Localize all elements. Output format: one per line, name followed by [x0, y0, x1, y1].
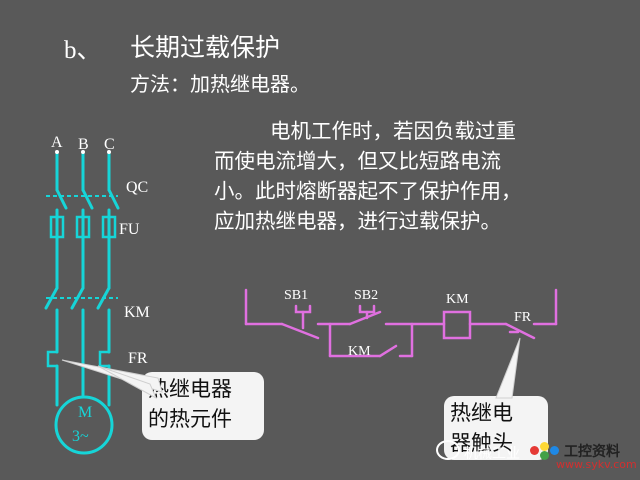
- paragraph-line: 而使电流增大，但又比短路电流: [214, 149, 501, 173]
- junction-dot: [55, 150, 59, 154]
- pointer-to-fr-contact: [495, 337, 521, 399]
- phase-c-qc-blade: [107, 188, 120, 210]
- km-label: KM: [124, 304, 150, 321]
- explanation-paragraph: 电机工作时，若因负载过重 而使电流增大，但又比短路电流 小。此时熔断器起不了保护…: [214, 116, 594, 236]
- page-title: 长期过载保护: [130, 33, 281, 62]
- color-dots-logo: [530, 442, 560, 460]
- sb2-contact: [348, 310, 382, 326]
- phase-a-qc-blade: [55, 188, 68, 210]
- sb2-label: SB2: [354, 288, 379, 303]
- km-contact-label: KM: [348, 344, 371, 359]
- junction-dot: [81, 150, 85, 154]
- motor-circle: [54, 395, 114, 455]
- callout-line: 热继电器: [148, 377, 232, 401]
- sb1-label: SB1: [284, 288, 309, 303]
- phase-a-km-blade: [44, 286, 59, 310]
- callout-thermal-element: 热继电器 的热元件: [142, 372, 264, 440]
- fuse-a: [49, 215, 65, 239]
- km-coil-label: KM: [446, 292, 469, 307]
- phase-b-qc-blade: [81, 188, 94, 210]
- motor-3-label: 3~: [72, 428, 89, 445]
- callout-line: 器触头: [450, 431, 513, 455]
- dot-yellow: [540, 442, 549, 451]
- paragraph-line: 应加热继电器，进行过载保护。: [214, 209, 501, 233]
- dot-red: [530, 446, 539, 455]
- fr-label: FR: [128, 350, 148, 367]
- dot-green: [540, 451, 549, 460]
- watermark-url: www.sykv.com: [556, 458, 637, 471]
- phase-a-label: A: [51, 134, 63, 151]
- sb1-contact: [280, 322, 320, 340]
- junction-dot: [107, 150, 111, 154]
- watermark-text-left: 机械工业: [464, 446, 520, 462]
- wechat-logo-icon: [436, 440, 460, 460]
- title-prefix: b、: [64, 37, 102, 64]
- pointer-to-heater-c: [97, 365, 158, 400]
- callout-line: 热继电: [450, 401, 513, 425]
- dot-blue: [550, 446, 559, 455]
- fr-heater-a: [46, 350, 59, 368]
- paragraph-line: 电机工作时，若因负载过重: [270, 119, 516, 143]
- paragraph-line: 小。此时熔断器起不了保护作用，: [214, 179, 522, 203]
- qc-label: QC: [126, 179, 149, 196]
- fr-contact-label: FR: [514, 310, 532, 325]
- fr-contact: [504, 322, 536, 340]
- fuse-b: [75, 215, 91, 239]
- method-text: 方法：加热继电器。: [130, 72, 310, 96]
- fu-label: FU: [119, 221, 140, 238]
- phase-c-label: C: [104, 136, 115, 153]
- km-holding-contact: [378, 344, 398, 358]
- callout-line: 的热元件: [148, 407, 232, 431]
- callout-thermal-contact: 热继电 器触头: [444, 396, 548, 460]
- phase-b-label: B: [78, 136, 89, 153]
- fr-heater-c: [98, 350, 111, 368]
- watermark-text-right: 工控资料: [564, 444, 620, 460]
- fuse-c: [101, 215, 117, 239]
- motor-m-label: M: [78, 404, 93, 421]
